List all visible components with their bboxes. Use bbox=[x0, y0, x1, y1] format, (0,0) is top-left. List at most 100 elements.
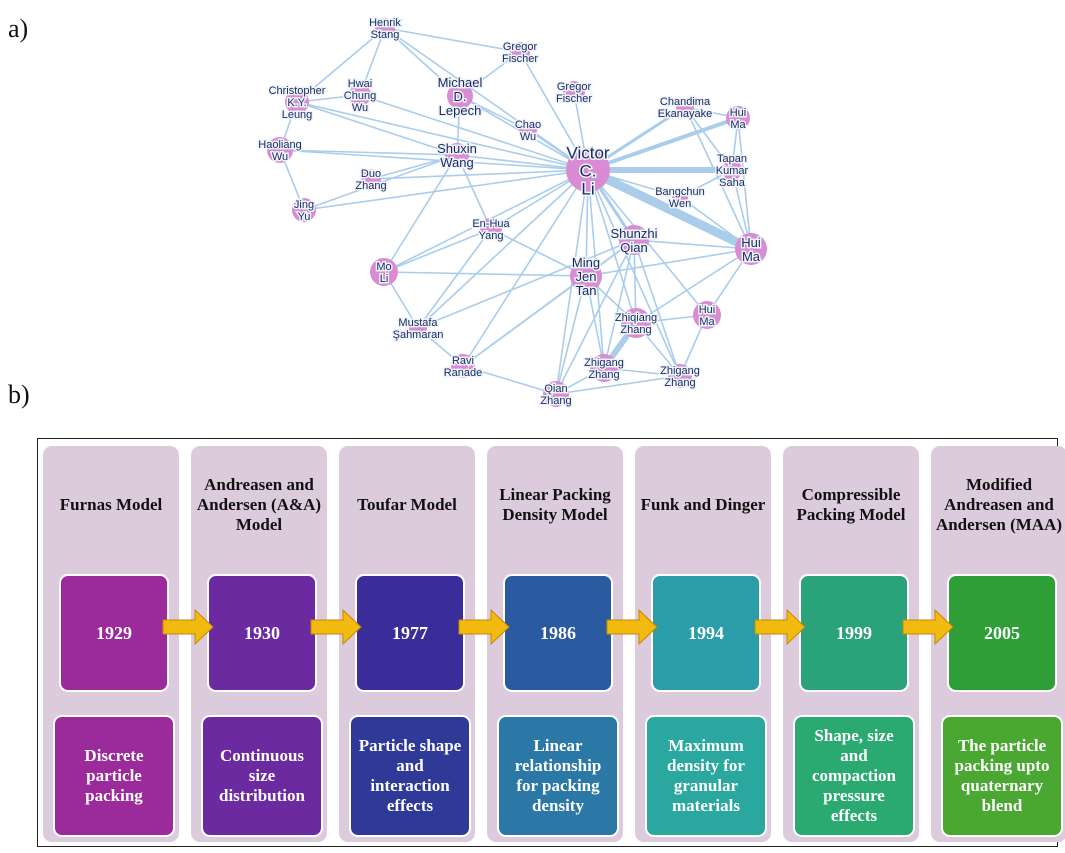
panel-b-label: b) bbox=[8, 380, 30, 409]
network-edge bbox=[359, 94, 589, 171]
node-label: Lepech bbox=[439, 103, 482, 118]
node-label: Ranade bbox=[444, 367, 483, 379]
node-label: Bangchun bbox=[655, 186, 705, 198]
node-circle bbox=[361, 169, 381, 189]
node-label: Ekanayake bbox=[658, 108, 712, 120]
node-label: Fischer bbox=[502, 53, 538, 65]
node-label: Tan bbox=[576, 283, 597, 298]
node-label: Ming bbox=[572, 255, 600, 270]
description-box: Maximum density for granular materials bbox=[645, 715, 767, 837]
node-label: Leung bbox=[282, 109, 313, 121]
network-edge bbox=[603, 239, 635, 369]
network-edge bbox=[303, 169, 589, 211]
network-edge bbox=[633, 239, 681, 377]
description-box: The particle packing upto quaternary ble… bbox=[941, 715, 1063, 837]
node-circle bbox=[726, 106, 750, 130]
network-edge bbox=[279, 149, 589, 171]
node-label: Zhang bbox=[355, 180, 386, 192]
network-edge bbox=[296, 101, 589, 171]
node-label: Christopher bbox=[269, 85, 326, 97]
node-label: Qian bbox=[620, 240, 647, 255]
model-title: Compressible Packing Model bbox=[796, 485, 906, 524]
node-circle bbox=[735, 233, 767, 265]
description-box: Linear relationship for packing density bbox=[497, 715, 619, 837]
network-edge bbox=[462, 169, 589, 367]
node-circle bbox=[370, 258, 398, 286]
node-circle bbox=[563, 81, 585, 103]
node-label: Mustafa bbox=[398, 317, 438, 329]
network-edge bbox=[384, 27, 589, 171]
network-edge bbox=[737, 117, 752, 250]
network-edge bbox=[384, 27, 521, 53]
node-label: Fischer bbox=[556, 93, 592, 105]
node-circle bbox=[693, 301, 721, 329]
node-circle bbox=[619, 225, 649, 255]
network-edge bbox=[383, 228, 492, 273]
year-box: 1999 bbox=[799, 574, 909, 692]
node-label: Ma bbox=[742, 249, 761, 264]
node-label: Hwai bbox=[348, 78, 372, 90]
arrow-icon bbox=[606, 608, 658, 646]
node-circle bbox=[445, 143, 469, 167]
node-label: En-Hua bbox=[472, 218, 510, 230]
node-circle bbox=[349, 84, 371, 106]
node-circle bbox=[676, 98, 694, 116]
node-label: Zhang bbox=[620, 324, 651, 336]
panel-a-label: a) bbox=[8, 14, 29, 43]
network-edge bbox=[587, 169, 637, 324]
node-label: Duo bbox=[361, 168, 381, 180]
node-label: Yu bbox=[298, 211, 311, 223]
node-label: Michael bbox=[438, 75, 483, 90]
node-circle bbox=[480, 218, 502, 240]
network-edge bbox=[296, 101, 458, 156]
node-label: Hui bbox=[741, 235, 761, 250]
network-edge bbox=[633, 239, 752, 250]
node-label: Zhang bbox=[588, 369, 619, 381]
node-circle bbox=[519, 121, 537, 139]
node-label: Victor bbox=[566, 143, 609, 162]
arrow-icon bbox=[458, 608, 510, 646]
node-circle bbox=[292, 198, 316, 222]
year-box: 1977 bbox=[355, 574, 465, 692]
network-edge bbox=[555, 275, 587, 395]
network-edge bbox=[456, 154, 492, 230]
node-label: C. bbox=[580, 161, 597, 180]
node-label: Tapan bbox=[717, 153, 747, 165]
description-box: Discrete particle packing bbox=[53, 715, 175, 837]
arrow-icon bbox=[754, 608, 806, 646]
network-edge bbox=[684, 106, 733, 171]
node-label: Wu bbox=[272, 151, 288, 163]
node-label: Hui bbox=[730, 107, 747, 119]
model-title: Andreasen and Andersen (A&A) Model bbox=[196, 475, 322, 534]
node-label: Saha bbox=[719, 177, 746, 189]
network-edge bbox=[383, 271, 587, 277]
node-label: Shuxin bbox=[437, 141, 477, 156]
node-label: Mo bbox=[376, 261, 391, 273]
node-label: Ravi bbox=[452, 355, 474, 367]
node-label: D. bbox=[454, 89, 467, 104]
node-label: Wu bbox=[352, 102, 368, 114]
node-label: Zhigang bbox=[660, 365, 700, 377]
network-edge bbox=[303, 154, 458, 211]
node-label: Yang bbox=[479, 230, 504, 242]
node-circle bbox=[285, 90, 309, 114]
